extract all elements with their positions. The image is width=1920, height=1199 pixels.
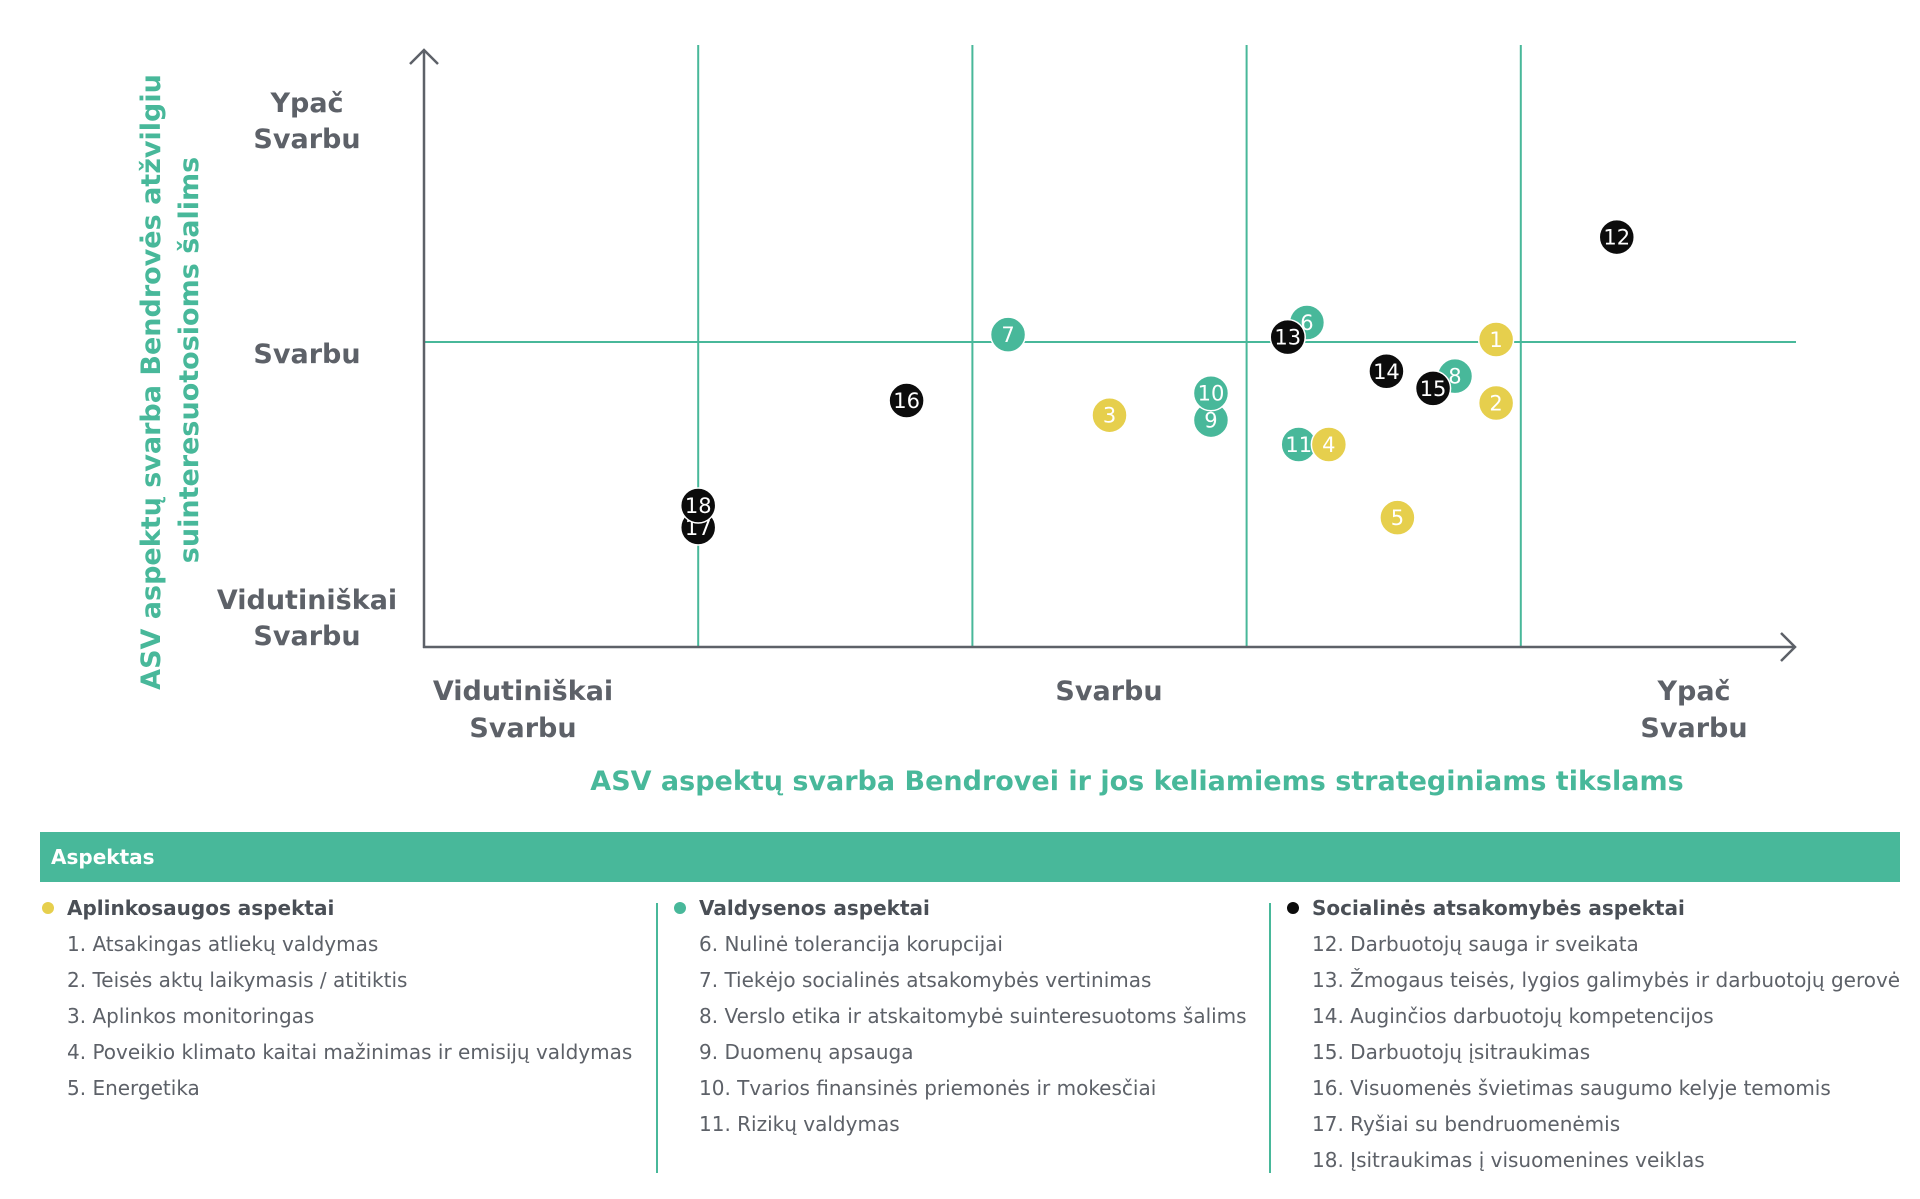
legend-title-social: Socialinės atsakomybės aspektai (1285, 890, 1905, 926)
black-bullet-icon (1287, 902, 1299, 914)
point-label-18: 18 (685, 494, 712, 518)
point-label-13: 13 (1274, 326, 1301, 350)
point-label-16: 16 (893, 389, 920, 413)
legend-item: 17. Ryšiai su bendruomenėmis (1312, 1112, 1621, 1136)
point-12: 12 (1598, 218, 1636, 256)
legend-header: Aspektas (40, 832, 1900, 882)
point-label-11: 11 (1285, 433, 1312, 457)
legend-item: 1. Atsakingas atliekų valdymas (67, 932, 379, 956)
point-marker-10 (1192, 374, 1230, 412)
y-axis-arrowhead (409, 48, 439, 65)
point-4: 4 (1310, 426, 1348, 463)
point-10: 10 (1192, 374, 1230, 412)
point-marker-4 (1310, 426, 1348, 463)
point-9: 9 (1192, 401, 1230, 439)
legend-item: 4. Poveikio klimato kaitai mažinimas ir … (67, 1040, 633, 1064)
legend-item: 7. Tiekėjo socialinės atsakomybės vertin… (699, 968, 1152, 992)
point-15: 15 (1414, 370, 1452, 407)
point-2: 2 (1477, 384, 1515, 422)
point-marker-7 (989, 316, 1027, 353)
point-label-2: 2 (1489, 392, 1502, 416)
point-13: 13 (1269, 318, 1306, 356)
x-tick-label: Vidutiniškai (433, 676, 613, 707)
legend-column-governance: Valdysenos aspektai 6. Nulinė tolerancij… (672, 890, 1272, 1176)
legend-item: 16. Visuomenės švietimas saugumo kelyje … (1312, 1076, 1831, 1100)
point-label-14: 14 (1373, 360, 1400, 384)
x-tick-label: Svarbu (1055, 676, 1162, 707)
x-axis-title: ASV aspektų svarba Bendrovei ir jos keli… (590, 766, 1683, 797)
legend-item: 15. Darbuotojų įsitraukimas (1312, 1040, 1591, 1064)
point-5: 5 (1379, 499, 1416, 536)
legend-item: 9. Duomenų apsauga (699, 1040, 914, 1064)
point-label-8: 8 (1448, 365, 1461, 389)
point-1: 1 (1477, 321, 1515, 358)
legend-item: 5. Energetika (67, 1076, 200, 1100)
point-marker-2 (1477, 384, 1515, 422)
legend-divider (656, 903, 658, 1173)
legend-item: 10. Tvarios finansinės priemonės ir moke… (699, 1076, 1157, 1100)
point-marker-16 (888, 382, 925, 419)
point-label-15: 15 (1420, 377, 1447, 401)
x-axis-arrowhead (1780, 632, 1797, 662)
legend-item: 12. Darbuotojų sauga ir sveikata (1312, 932, 1639, 956)
legend-item: 6. Nulinė tolerancija korupcijai (699, 932, 1003, 956)
y-axis-title-line-1: ASV aspektų svarba Bendrovės atžvilgiu (136, 74, 167, 690)
green-bullet-icon (674, 902, 686, 914)
legend-title-environment: Aplinkosaugos aspektai (40, 890, 660, 926)
yellow-bullet-icon (42, 902, 54, 914)
legend-item: 2. Teisės aktų laikymasis / atitiktis (67, 968, 408, 992)
point-marker-13 (1269, 318, 1306, 356)
legend-item: 13. Žmogaus teisės, lygios galimybės ir … (1312, 968, 1901, 992)
legend-item: 18. Įsitraukimas į visuomenines veiklas (1312, 1148, 1705, 1172)
point-marker-5 (1379, 499, 1416, 536)
y-tick-label: Svarbu (253, 621, 360, 652)
x-tick-label: Ypač (1656, 676, 1730, 707)
point-marker-15 (1414, 370, 1452, 407)
point-14: 14 (1368, 353, 1405, 390)
point-label-5: 5 (1391, 506, 1404, 530)
point-marker-1 (1477, 321, 1515, 358)
point-18: 18 (679, 487, 717, 524)
legend-item: 14. Auginčios darbuotojų kompetencijos (1312, 1004, 1714, 1028)
point-16: 16 (888, 382, 925, 419)
x-tick-label: Svarbu (1640, 713, 1747, 744)
point-label-4: 4 (1322, 433, 1335, 457)
point-label-9: 9 (1204, 409, 1217, 433)
point-label-7: 7 (1001, 323, 1014, 347)
point-marker-3 (1091, 396, 1128, 434)
y-tick-label: Vidutiniškai (217, 585, 397, 616)
legend-item: 11. Rizikų valdymas (699, 1112, 900, 1136)
point-label-1: 1 (1489, 328, 1502, 352)
point-label-3: 3 (1103, 404, 1116, 428)
point-marker-12 (1598, 218, 1636, 256)
point-label-10: 10 (1198, 382, 1225, 406)
legend-item: 3. Aplinkos monitoringas (67, 1004, 315, 1028)
y-tick-label: Svarbu (253, 339, 360, 370)
point-7: 7 (989, 316, 1027, 353)
y-axis-title-line-2: suinteresuotosioms šalims (174, 157, 205, 563)
legend-column-environment: Aplinkosaugos aspektai 1. Atsakingas atl… (40, 890, 660, 1176)
grid-lines (424, 45, 1796, 647)
x-tick-label: Svarbu (469, 713, 576, 744)
legend-item: 8. Verslo etika ir atskaitomybė suintere… (699, 1004, 1247, 1028)
point-label-12: 12 (1603, 226, 1630, 250)
legend-title-governance: Valdysenos aspektai (672, 890, 1272, 926)
point-marker-18 (679, 487, 717, 524)
legend-column-social: Socialinės atsakomybės aspektai 12. Darb… (1285, 890, 1905, 1176)
legend-divider (1269, 903, 1271, 1173)
axes (409, 48, 1797, 662)
y-tick-label: Svarbu (253, 124, 360, 155)
point-marker-14 (1368, 353, 1405, 390)
point-3: 3 (1091, 396, 1128, 434)
y-tick-label: Ypač (269, 88, 343, 119)
